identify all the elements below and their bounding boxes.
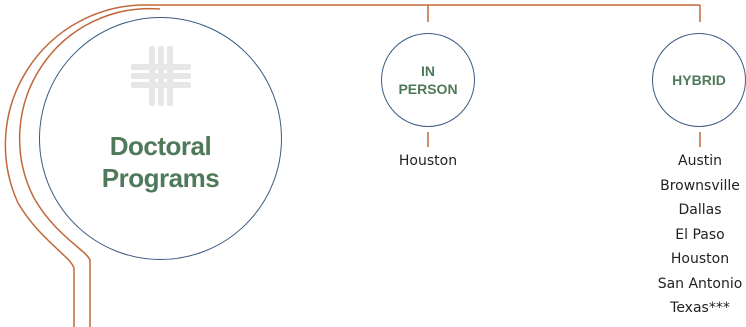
main-title: Doctoral Programs bbox=[40, 130, 281, 194]
in-person-label-line1: IN bbox=[421, 63, 435, 79]
main-title-line2: Programs bbox=[101, 163, 220, 193]
main-title-line1: Doctoral bbox=[109, 131, 212, 161]
city-item: El Paso bbox=[675, 226, 725, 243]
city-item: Texas*** bbox=[670, 300, 730, 316]
city-item: San Antonio bbox=[657, 275, 743, 292]
city-item: Austin bbox=[678, 153, 722, 169]
in-person-circle: IN PERSON bbox=[381, 33, 475, 127]
inner-connector-arc bbox=[18, 7, 161, 327]
city-item: Brownsville bbox=[660, 177, 740, 194]
hybrid-circle: HYBRID bbox=[652, 33, 746, 127]
hybrid-label: HYBRID bbox=[672, 72, 726, 88]
outer-connector-arc bbox=[4, 4, 700, 327]
in-person-label: IN PERSON bbox=[398, 62, 457, 98]
city-item: Dallas bbox=[678, 202, 722, 218]
city-item: Houston bbox=[670, 251, 730, 267]
doctoral-programs-circle: Doctoral Programs bbox=[39, 17, 282, 260]
hybrid-city-list: Austin Brownsville Dallas El Paso Housto… bbox=[640, 149, 746, 321]
city-item: Houston bbox=[398, 153, 458, 169]
in-person-label-line2: PERSON bbox=[398, 81, 458, 97]
in-person-city-list: Houston bbox=[381, 149, 475, 174]
woven-lattice-icon bbox=[131, 46, 191, 106]
